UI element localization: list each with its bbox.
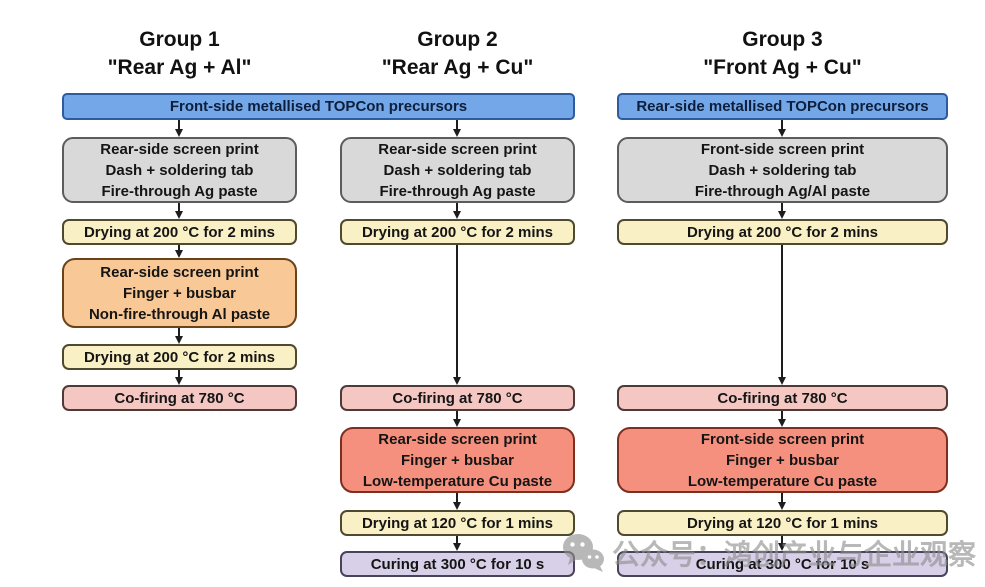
group2-curing-label: Curing at 300 °C for 10 s bbox=[370, 555, 545, 573]
group3-cofiring-label: Co-firing at 780 °C bbox=[717, 389, 848, 407]
group2-title-line2: "Rear Ag + Cu" bbox=[381, 56, 534, 79]
group2-drying2-box: Drying at 120 °C for 1 mins bbox=[340, 510, 575, 536]
group3-screenprint1-line3: Fire-through Ag/Al paste bbox=[694, 182, 871, 200]
flow-arrow bbox=[777, 203, 786, 219]
group1-screenprint2-line2: Finger + busbar bbox=[123, 284, 236, 302]
group3-screenprint2-line3: Low-temperature Cu paste bbox=[687, 472, 878, 490]
group3-screenprint2-line1: Front-side screen print bbox=[700, 430, 865, 448]
flow-arrow bbox=[452, 245, 461, 385]
group3-screenprint1-line1: Front-side screen print bbox=[700, 140, 865, 158]
flow-arrow bbox=[452, 536, 461, 551]
group1-screenprint1-box: Rear-side screen print Dash + soldering … bbox=[62, 137, 297, 203]
group1-screenprint2-line3: Non-fire-through Al paste bbox=[88, 305, 271, 323]
flow-arrow bbox=[777, 536, 786, 551]
group3-drying1-box: Drying at 200 °C for 2 mins bbox=[617, 219, 948, 245]
group3-title-line2: "Front Ag + Cu" bbox=[703, 56, 862, 79]
flow-arrow bbox=[174, 370, 183, 385]
group3-drying2-label: Drying at 120 °C for 1 mins bbox=[686, 514, 879, 532]
group2-screenprint2-box: Rear-side screen print Finger + busbar L… bbox=[340, 427, 575, 493]
group3-screenprint1-line2: Dash + soldering tab bbox=[708, 161, 857, 179]
group2-cofiring-box: Co-firing at 780 °C bbox=[340, 385, 575, 411]
flow-arrow bbox=[777, 493, 786, 510]
group1-drying1-box: Drying at 200 °C for 2 mins bbox=[62, 219, 297, 245]
flow-arrow bbox=[452, 411, 461, 427]
group1-screenprint1-line2: Dash + soldering tab bbox=[105, 161, 254, 179]
group2-title: Group 2 "Rear Ag + Cu" bbox=[340, 26, 575, 82]
flow-arrow bbox=[174, 203, 183, 219]
group3-drying1-label: Drying at 200 °C for 2 mins bbox=[686, 223, 879, 241]
group1-title-line2: "Rear Ag + Al" bbox=[107, 56, 252, 79]
group1-screenprint2-box: Rear-side screen print Finger + busbar N… bbox=[62, 258, 297, 328]
flow-arrow bbox=[777, 411, 786, 427]
group1-title-line1: Group 1 bbox=[139, 28, 220, 51]
group2-cofiring-label: Co-firing at 780 °C bbox=[392, 389, 523, 407]
flow-arrow bbox=[452, 203, 461, 219]
precursor-bar-group3: Rear-side metallised TOPCon precursors bbox=[617, 93, 948, 120]
precursor-bar-groups1-2: Front-side metallised TOPCon precursors bbox=[62, 93, 575, 120]
group3-cofiring-box: Co-firing at 780 °C bbox=[617, 385, 948, 411]
flow-arrow bbox=[777, 245, 786, 385]
flow-arrow bbox=[174, 120, 183, 137]
flow-arrow bbox=[777, 120, 786, 137]
group3-title-line1: Group 3 bbox=[742, 28, 823, 51]
group2-curing-box: Curing at 300 °C for 10 s bbox=[340, 551, 575, 577]
group3-screenprint2-box: Front-side screen print Finger + busbar … bbox=[617, 427, 948, 493]
group2-screenprint2-line3: Low-temperature Cu paste bbox=[362, 472, 553, 490]
group3-curing-label: Curing at 300 °C for 10 s bbox=[695, 555, 870, 573]
group2-screenprint1-line3: Fire-through Ag paste bbox=[379, 182, 536, 200]
group1-drying2-box: Drying at 200 °C for 2 mins bbox=[62, 344, 297, 370]
group1-screenprint2-line1: Rear-side screen print bbox=[100, 263, 259, 281]
group1-drying2-label: Drying at 200 °C for 2 mins bbox=[83, 348, 276, 366]
precursor-bar-group3-label: Rear-side metallised TOPCon precursors bbox=[636, 98, 929, 115]
group3-drying2-box: Drying at 120 °C for 1 mins bbox=[617, 510, 948, 536]
group2-screenprint2-line2: Finger + busbar bbox=[401, 451, 514, 469]
group2-drying1-box: Drying at 200 °C for 2 mins bbox=[340, 219, 575, 245]
group2-title-line1: Group 2 bbox=[417, 28, 498, 51]
group1-screenprint1-line3: Fire-through Ag paste bbox=[101, 182, 258, 200]
group3-screenprint1-box: Front-side screen print Dash + soldering… bbox=[617, 137, 948, 203]
flow-arrow bbox=[452, 120, 461, 137]
group1-cofiring-box: Co-firing at 780 °C bbox=[62, 385, 297, 411]
group1-title: Group 1 "Rear Ag + Al" bbox=[62, 26, 297, 82]
group3-title: Group 3 "Front Ag + Cu" bbox=[617, 26, 948, 82]
group2-screenprint2-line1: Rear-side screen print bbox=[378, 430, 537, 448]
group1-drying1-label: Drying at 200 °C for 2 mins bbox=[83, 223, 276, 241]
group1-cofiring-label: Co-firing at 780 °C bbox=[114, 389, 245, 407]
group2-screenprint1-line1: Rear-side screen print bbox=[378, 140, 537, 158]
flow-arrow bbox=[174, 245, 183, 258]
group2-screenprint1-box: Rear-side screen print Dash + soldering … bbox=[340, 137, 575, 203]
flow-arrow bbox=[452, 493, 461, 510]
precursor-bar-groups1-2-label: Front-side metallised TOPCon precursors bbox=[169, 98, 468, 115]
group2-drying2-label: Drying at 120 °C for 1 mins bbox=[361, 514, 554, 532]
flow-arrow bbox=[174, 328, 183, 344]
group2-drying1-label: Drying at 200 °C for 2 mins bbox=[361, 223, 554, 241]
group3-screenprint2-line2: Finger + busbar bbox=[726, 451, 839, 469]
group2-screenprint1-line2: Dash + soldering tab bbox=[383, 161, 532, 179]
group3-curing-box: Curing at 300 °C for 10 s bbox=[617, 551, 948, 577]
group1-screenprint1-line1: Rear-side screen print bbox=[100, 140, 259, 158]
